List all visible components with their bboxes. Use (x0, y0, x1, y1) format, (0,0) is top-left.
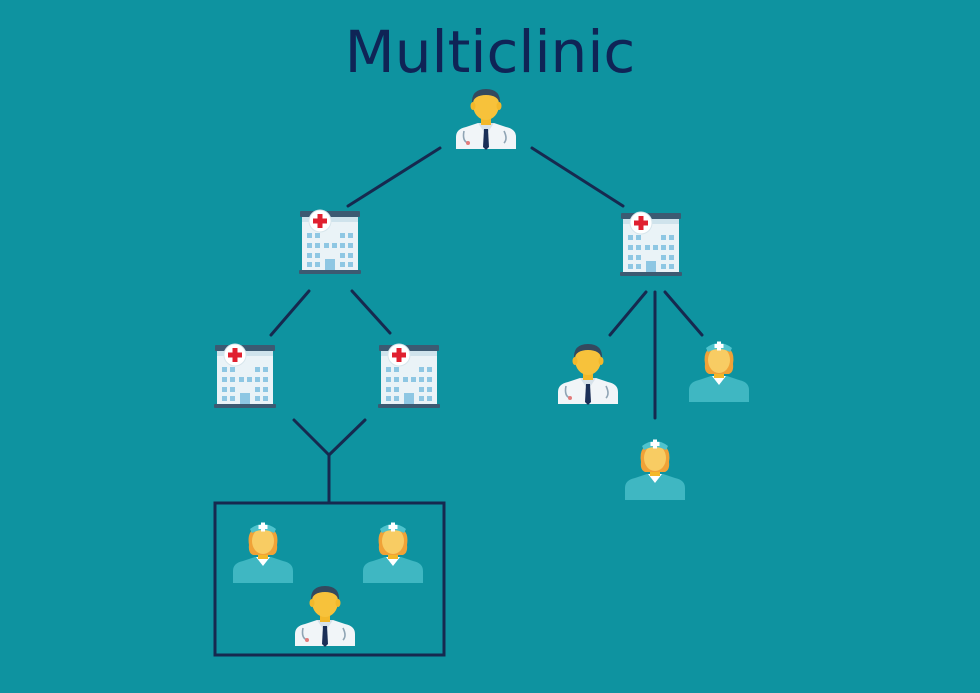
connector-lines (269, 146, 704, 505)
connector-root-left (346, 146, 442, 208)
connector-merge-a (292, 418, 331, 457)
doctor-icon (557, 343, 619, 406)
doctor-icon (294, 585, 356, 648)
nurse-icon (689, 341, 749, 402)
nurse-icon (233, 522, 293, 583)
nurse-icon (625, 439, 685, 500)
hospital-icon (619, 211, 683, 277)
staff-group-box (213, 501, 446, 657)
hospital-icon (213, 343, 277, 409)
connector-merge-b (327, 418, 367, 457)
page-title: Multiclinic (344, 18, 636, 86)
nurse-icon (363, 522, 423, 583)
connector-left-hospital-b (350, 289, 392, 335)
hospital-icon (377, 343, 441, 409)
connector-root-right (530, 146, 625, 208)
connector-right-nurse (663, 290, 704, 337)
hospital-icon (298, 209, 362, 275)
connector-right-doctor (608, 290, 648, 337)
doctor-icon (455, 88, 517, 151)
connector-left-hospital-a (269, 289, 311, 337)
